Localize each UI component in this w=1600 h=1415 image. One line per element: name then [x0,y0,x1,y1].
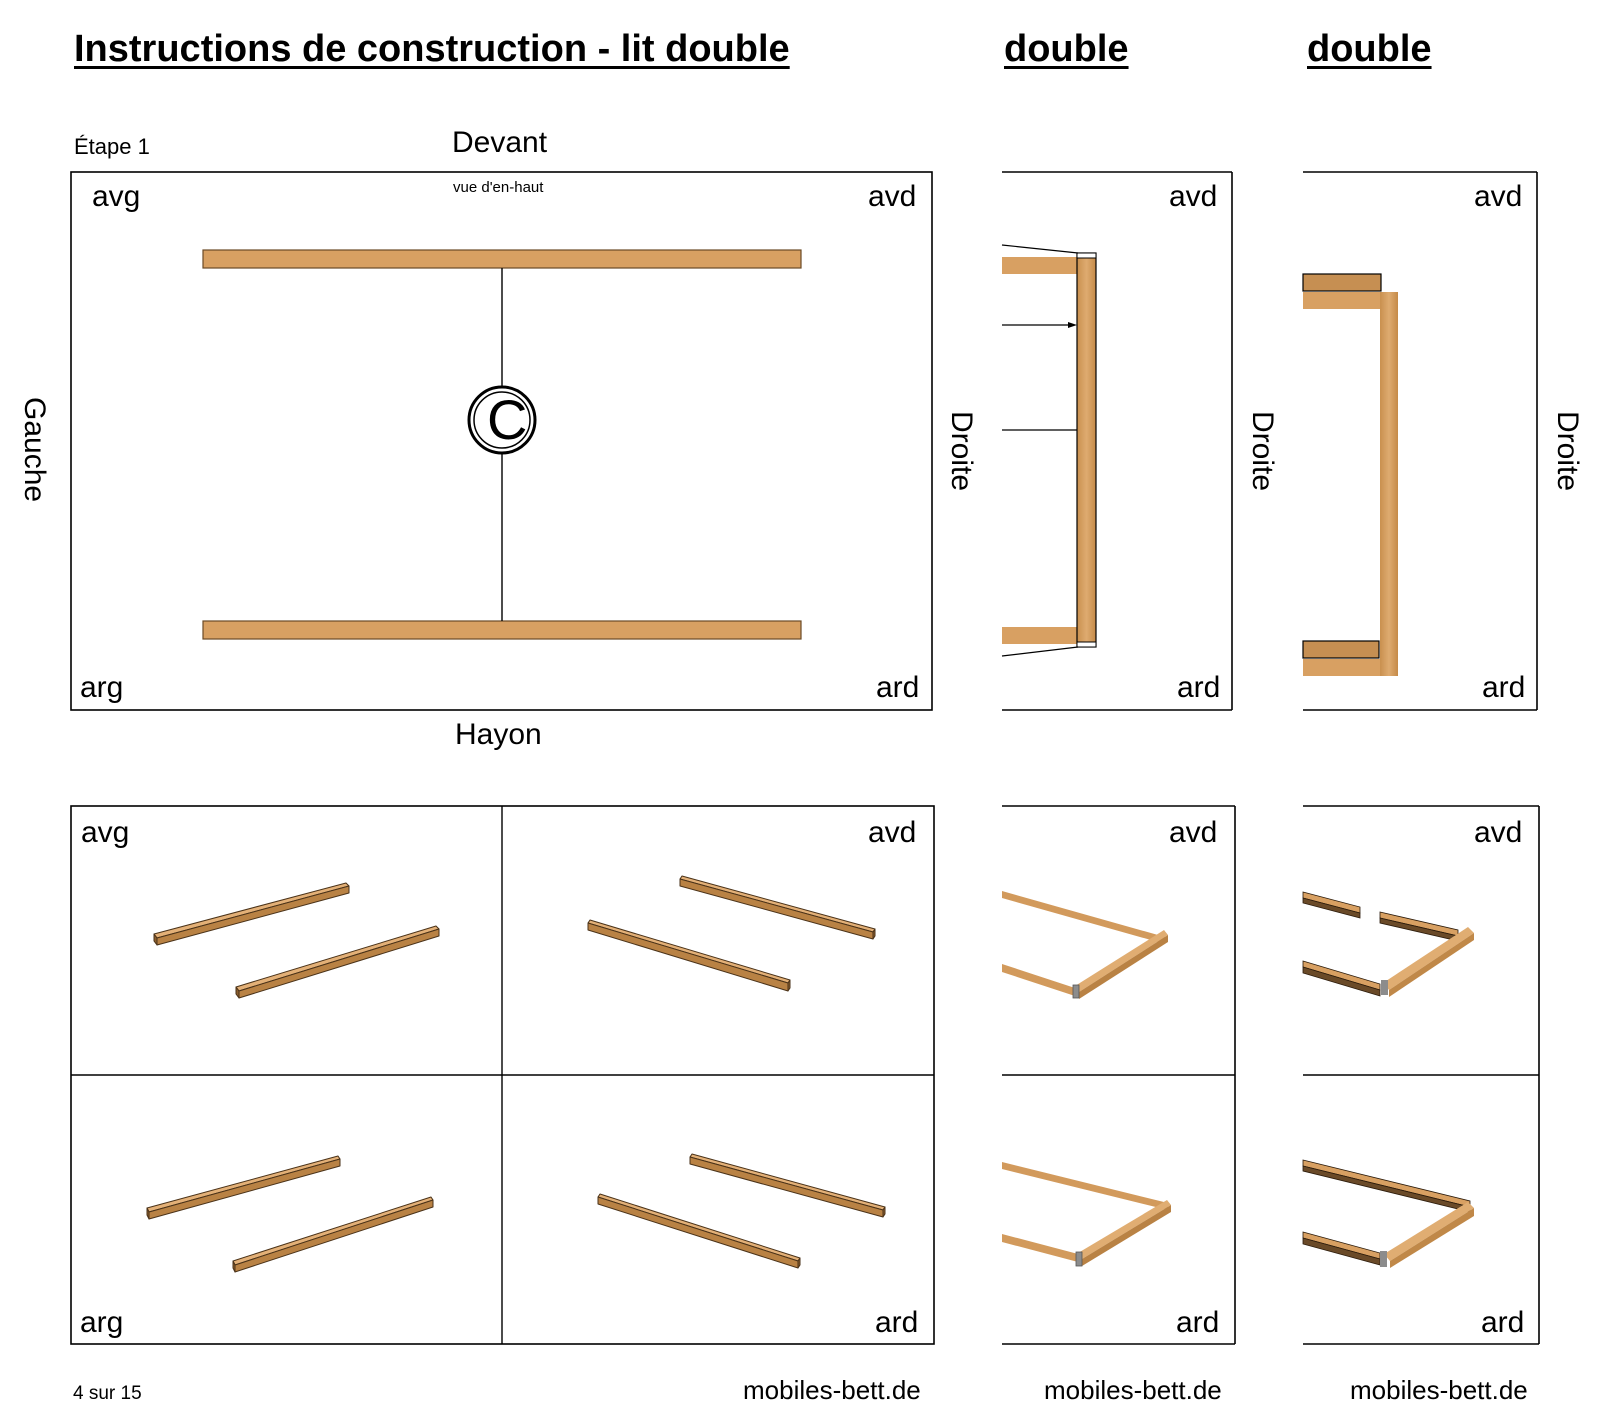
view-label: vue d'en-haut [453,179,544,196]
iso-c-top-frame [1302,891,1474,997]
panel-b-perspective-line-1 [1001,244,1079,254]
iso-corner-arg: arg [80,1306,124,1339]
panel-b-beam-front [1002,257,1080,274]
iso-corner-avg: avg [81,816,130,849]
panel-b-side-rail-cap [1076,252,1097,259]
page-title-c: double [1307,28,1432,70]
iso-c-corner-bottom-right: ard [1481,1306,1525,1339]
iso-beams-ard [597,1153,886,1269]
panel-b-arrow-head [1068,322,1077,328]
iso-beams-avg [153,882,440,999]
footer-site-c: mobiles-bett.de [1350,1375,1528,1405]
corner-front-left: avg [92,180,141,213]
copyright-circle-inner [473,391,531,449]
footer-site-a: mobiles-bett.de [743,1375,921,1405]
page-number: 4 sur 15 [73,1383,142,1404]
iso-beams-arg [146,1155,434,1273]
iso-b-corner-bottom-right: ard [1176,1306,1220,1339]
iso-beams-avd [587,875,876,992]
corner-front-right: avd [868,180,917,213]
iso-b-bottom-frame [1002,1162,1171,1267]
copyright-circle [467,385,537,455]
corner-rear-left: arg [80,671,124,704]
left-side-label: Gauche [18,397,51,503]
iso-b-corner-top-right: avd [1169,816,1218,849]
footer-site-b: mobiles-bett.de [1044,1375,1222,1405]
iso-c-corner-top-right: avd [1474,816,1523,849]
back-label: Hayon [455,718,542,751]
panel-c-side-rail [1380,292,1398,676]
front-beam [202,249,802,269]
page-title-b: double [1004,28,1129,70]
rear-beam [202,620,802,640]
panel-c-corner-top-right: avd [1474,180,1523,213]
panel-c-beam-front [1303,292,1381,309]
top-view-frame [70,171,933,711]
panel-b-beam-rear [1002,627,1080,644]
panel-b-perspective-line-2 [1001,646,1079,657]
panel-c-beam-rear-dark [1302,640,1380,659]
panel-c-beam-rear [1303,659,1381,676]
iso-corner-ard: ard [875,1306,919,1339]
panel-b-corner-bottom-right: ard [1177,671,1221,704]
corner-rear-right: ard [876,671,920,704]
iso-corner-avd: avd [868,816,917,849]
panel-b-corner-top-right: avd [1169,180,1218,213]
page-title: Instructions de construction - lit doubl… [74,28,790,70]
panel-c-beam-front-dark [1302,273,1382,292]
panel-c-corner-bottom-right: ard [1482,671,1526,704]
panel-b-side-rail-cap2 [1076,641,1097,648]
panel-c-right-side-label: Droite [1551,411,1584,492]
panel-b-right-side-label: Droite [1246,411,1279,492]
iso-c-bottom-frame [1302,1159,1474,1268]
step-label: Étape 1 [74,134,150,159]
copyright-mark: C [487,388,528,451]
panel-b-side-rail [1076,252,1097,648]
iso-b-top-frame [1002,891,1168,999]
front-label: Devant [452,126,548,159]
right-side-label: Droite [945,411,978,492]
